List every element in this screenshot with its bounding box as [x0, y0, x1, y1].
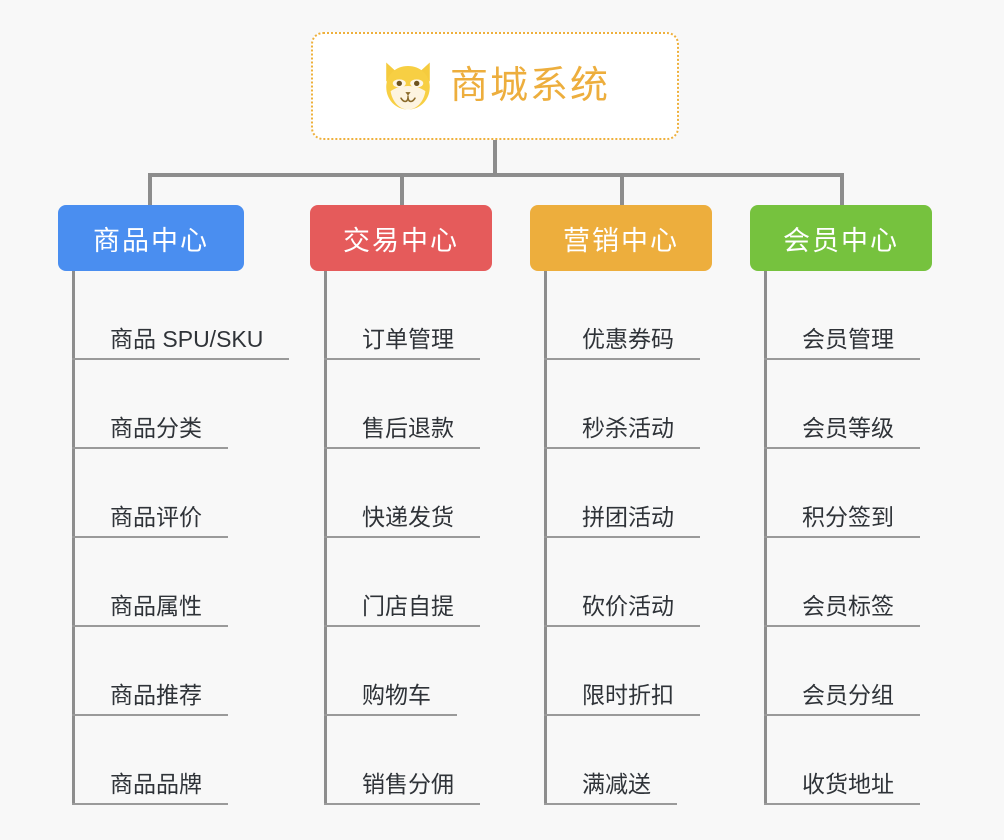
leaf-item[interactable]: 收货地址: [764, 716, 920, 805]
branch-rail-trade-center: [324, 271, 327, 805]
leaf-label: 会员管理: [764, 326, 920, 360]
leaf-item[interactable]: 会员标签: [764, 538, 920, 627]
leaf-label: 商品推荐: [72, 682, 228, 716]
leaf-list-member-center: 会员管理 会员等级 积分签到 会员标签 会员分组 收货地址: [764, 271, 920, 805]
leaf-list-product-center: 商品 SPU/SKU 商品分类 商品评价 商品属性 商品推荐 商品品牌: [72, 271, 290, 805]
leaf-item[interactable]: 砍价活动: [544, 538, 700, 627]
leaf-item[interactable]: 商品推荐: [72, 627, 289, 716]
leaf-item[interactable]: 秒杀活动: [544, 360, 700, 449]
leaf-item[interactable]: 商品分类: [72, 360, 289, 449]
leaf-label: 商品评价: [72, 504, 228, 538]
connector-drop-trade-center: [400, 173, 404, 207]
branch-rail-marketing-center: [544, 271, 547, 805]
branch-header-label: 商品中心: [93, 225, 209, 256]
root-title: 商城系统: [449, 65, 610, 107]
leaf-label: 会员标签: [764, 593, 920, 627]
leaf-label: 门店自提: [324, 593, 480, 627]
leaf-item[interactable]: 拼团活动: [544, 449, 700, 538]
leaf-label: 砍价活动: [544, 593, 700, 627]
branch-header-member-center[interactable]: 会员中心: [750, 205, 932, 271]
leaf-label: 售后退款: [324, 415, 480, 449]
leaf-label: 限时折扣: [544, 682, 700, 716]
leaf-label: 销售分佣: [324, 771, 480, 805]
leaf-item[interactable]: 优惠券码: [544, 271, 700, 360]
branch-header-trade-center[interactable]: 交易中心: [310, 205, 492, 271]
branch-rail-member-center: [764, 271, 767, 805]
leaf-label: 商品属性: [72, 593, 228, 627]
connector-drop-product-center: [148, 173, 152, 207]
leaf-list-marketing-center: 优惠券码 秒杀活动 拼团活动 砍价活动 限时折扣 满减送: [544, 271, 700, 805]
leaf-label: 会员分组: [764, 682, 920, 716]
leaf-item[interactable]: 积分签到: [764, 449, 920, 538]
leaf-label: 会员等级: [764, 415, 920, 449]
leaf-item[interactable]: 销售分佣: [324, 716, 480, 805]
leaf-item[interactable]: 快递发货: [324, 449, 480, 538]
leaf-item[interactable]: 商品品牌: [72, 716, 289, 805]
leaf-label: 商品 SPU/SKU: [72, 326, 290, 360]
leaf-label: 积分签到: [764, 504, 920, 538]
leaf-label: 购物车: [324, 682, 457, 716]
leaf-item[interactable]: 会员等级: [764, 360, 920, 449]
leaf-item[interactable]: 售后退款: [324, 360, 480, 449]
connector-root-stem: [493, 140, 497, 176]
leaf-label: 满减送: [544, 771, 677, 805]
connector-drop-member-center: [840, 173, 844, 207]
connector-drop-marketing-center: [620, 173, 624, 207]
shiba-dog-face-icon: [386, 62, 430, 110]
leaf-item[interactable]: 订单管理: [324, 271, 480, 360]
leaf-label: 秒杀活动: [544, 415, 700, 449]
branch-header-label: 营销中心: [563, 225, 679, 256]
branch-header-product-center[interactable]: 商品中心: [58, 205, 244, 271]
leaf-item[interactable]: 会员管理: [764, 271, 920, 360]
branch-header-marketing-center[interactable]: 营销中心: [530, 205, 712, 271]
leaf-label: 快递发货: [324, 504, 480, 538]
branch-marketing-center: 营销中心 优惠券码 秒杀活动 拼团活动 砍价活动 限时折扣 满减送: [530, 205, 758, 805]
branch-rail-product-center: [72, 271, 75, 805]
leaf-label: 拼团活动: [544, 504, 700, 538]
leaf-label: 订单管理: [324, 326, 480, 360]
root-node[interactable]: 商城系统: [311, 32, 679, 140]
leaf-item[interactable]: 门店自提: [324, 538, 480, 627]
leaf-label: 商品品牌: [72, 771, 228, 805]
leaf-item[interactable]: 商品属性: [72, 538, 289, 627]
leaf-label: 商品分类: [72, 415, 228, 449]
branch-member-center: 会员中心 会员管理 会员等级 积分签到 会员标签 会员分组 收货地址: [750, 205, 978, 805]
leaf-item[interactable]: 满减送: [544, 716, 700, 805]
leaf-item[interactable]: 限时折扣: [544, 627, 700, 716]
leaf-item[interactable]: 会员分组: [764, 627, 920, 716]
leaf-item[interactable]: 商品评价: [72, 449, 289, 538]
connector-bus-bar: [148, 173, 844, 177]
branch-header-label: 会员中心: [783, 225, 899, 256]
branch-header-label: 交易中心: [343, 225, 459, 256]
branch-trade-center: 交易中心 订单管理 售后退款 快递发货 门店自提 购物车 销售分佣: [310, 205, 538, 805]
branch-product-center: 商品中心 商品 SPU/SKU 商品分类 商品评价 商品属性 商品推荐 商品品牌: [58, 205, 306, 805]
leaf-item[interactable]: 商品 SPU/SKU: [72, 271, 290, 360]
leaf-label: 收货地址: [764, 771, 920, 805]
leaf-item[interactable]: 购物车: [324, 627, 480, 716]
leaf-list-trade-center: 订单管理 售后退款 快递发货 门店自提 购物车 销售分佣: [324, 271, 480, 805]
leaf-label: 优惠券码: [544, 326, 700, 360]
